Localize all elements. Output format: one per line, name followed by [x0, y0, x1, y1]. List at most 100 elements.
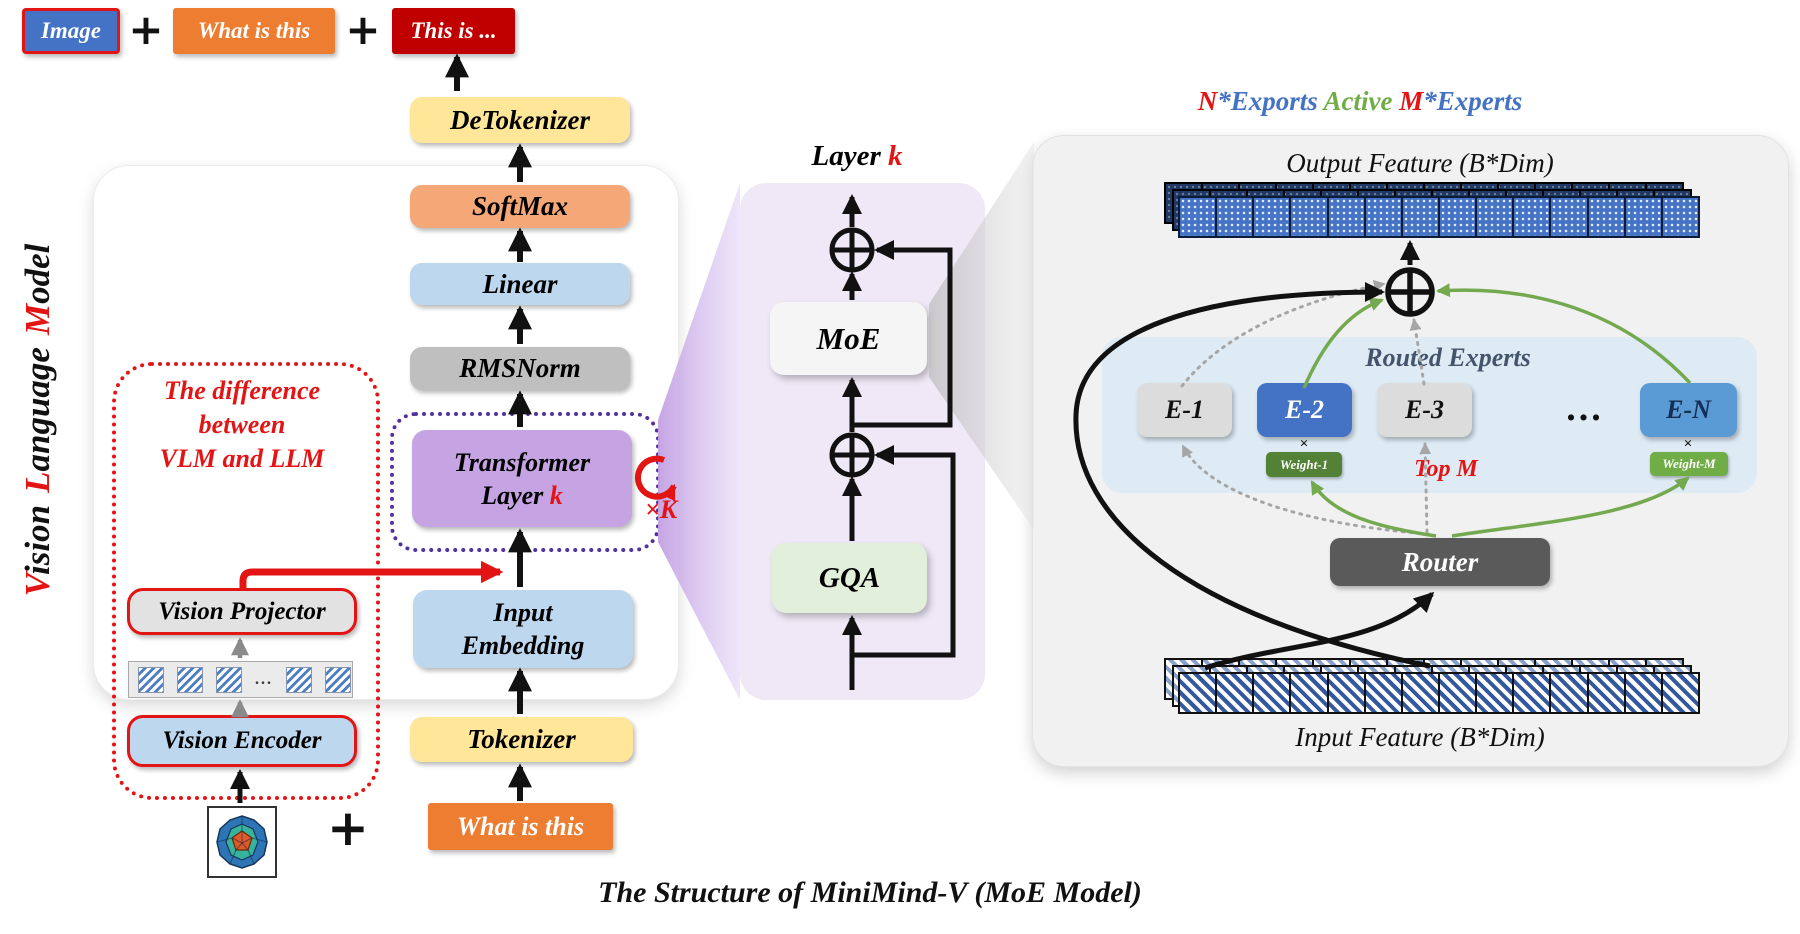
output-feature-tile: [1178, 196, 1218, 238]
output-feature-tile: [1326, 196, 1366, 238]
vision-token: [325, 666, 351, 693]
vision-token: [216, 666, 242, 693]
gqa-box: GQA: [772, 543, 927, 613]
question-box: What is this: [173, 8, 335, 54]
expert-e2-label: E-2: [1285, 395, 1324, 424]
difference-line1: The difference: [163, 376, 321, 405]
output-feature-tile: [1586, 196, 1626, 238]
layer-k-red: k: [888, 140, 903, 172]
softmax-label: SoftMax: [471, 191, 569, 221]
experts-ellipsis: ...: [1566, 387, 1604, 429]
output-feature-tile: [1475, 196, 1515, 238]
routed-experts-label: Routed Experts: [1365, 343, 1531, 372]
output-feature-label: Output Feature (B*Dim): [1286, 148, 1554, 178]
side-label-l: L: [18, 471, 57, 493]
question-input-box: What is this: [428, 803, 613, 850]
transformer-k: k: [549, 480, 563, 510]
header-n: N: [1197, 86, 1218, 116]
side-label-anguage: anguage: [18, 347, 57, 472]
output-feature-tile: [1512, 196, 1552, 238]
output-feature-tile: [1252, 196, 1292, 238]
expert-en-box: E-N: [1640, 383, 1737, 437]
input-feature-tile: [1512, 672, 1552, 714]
side-label-odel: odel: [18, 243, 57, 304]
input-embedding-line2: Embedding: [461, 631, 585, 660]
vision-encoder-label: Vision Encoder: [162, 727, 322, 754]
transformer-label-line2: Layer k: [481, 480, 563, 510]
output-feature-tile: [1215, 196, 1255, 238]
tokenizer-label: Tokenizer: [467, 724, 576, 754]
plus-sign-3: +: [327, 799, 369, 857]
vision-token: [177, 666, 203, 693]
weight-1-box: Weight-1: [1266, 452, 1342, 477]
expert-e3-box: E-3: [1377, 383, 1472, 437]
input-feature-tile: [1586, 672, 1626, 714]
output-feature-tile: [1549, 196, 1589, 238]
output-feature-tile: [1660, 196, 1700, 238]
input-embedding-line1: Input: [493, 598, 553, 627]
plus-sign-1: +: [128, 4, 164, 54]
tokenizer-box: Tokenizer: [410, 717, 633, 762]
output-feature-tile: [1289, 196, 1329, 238]
rmsnorm-box: RMSNorm: [410, 347, 630, 390]
expert-e1-box: E-1: [1137, 383, 1232, 437]
output-feature-tiles: [1178, 196, 1700, 238]
difference-line2: between: [198, 410, 286, 439]
softmax-box: SoftMax: [410, 185, 630, 228]
header-exports: *Exports: [1217, 86, 1318, 116]
times-sign-1: ×: [1299, 436, 1309, 452]
input-feature-tile: [1660, 672, 1700, 714]
side-label-v: V: [18, 574, 57, 597]
transformer-label-line1: Transformer: [453, 447, 591, 477]
input-feature-tiles: [1178, 672, 1700, 714]
output-feature-tile: [1437, 196, 1478, 238]
moe-box: MoE: [770, 302, 927, 375]
gqa-label: GQA: [818, 561, 881, 594]
expert-e1-label: E-1: [1165, 395, 1204, 424]
vision-encoder-box: Vision Encoder: [127, 715, 357, 767]
input-feature-tile: [1215, 672, 1255, 714]
detokenizer-label: DeTokenizer: [450, 104, 590, 135]
input-feature-tile: [1363, 672, 1403, 714]
input-feature-tile: [1549, 672, 1589, 714]
input-embedding-box: Input Embedding: [413, 590, 633, 668]
top-m-label: Top M: [1414, 456, 1478, 482]
weight-m-label: Weight-M: [1662, 456, 1716, 471]
question-input-label: What is this: [456, 811, 585, 841]
rmsnorm-label: RMSNorm: [459, 353, 581, 383]
vision-language-model-side-label: VisionLanguageModel: [18, 160, 74, 680]
input-feature-tile: [1178, 672, 1218, 714]
moe-header-title: N*Exports Active M*Experts: [1040, 86, 1680, 117]
input-image-thumbnail: [207, 806, 277, 878]
expert-e2-box: E-2: [1257, 383, 1352, 437]
input-feature-tile: [1400, 672, 1440, 714]
answer-label: This is ...: [410, 18, 497, 43]
detokenizer-box: DeTokenizer: [410, 97, 630, 143]
output-feature-tile: [1623, 196, 1663, 238]
answer-box: This is ...: [392, 8, 515, 54]
output-feature-tile: [1400, 196, 1440, 238]
vision-projector-box: Vision Projector: [127, 588, 357, 635]
output-feature-tile: [1363, 196, 1403, 238]
linear-box: Linear: [410, 263, 630, 305]
vision-token-ellipsis: ...: [255, 670, 273, 688]
weight-1-label: Weight-1: [1279, 456, 1329, 472]
question-label: What is this: [197, 18, 311, 43]
vision-projector-label: Vision Projector: [158, 597, 326, 625]
layer-k-panel: [740, 183, 985, 700]
side-label-m: M: [18, 303, 57, 336]
vision-token: [286, 666, 312, 693]
difference-note: The difference between VLM and LLM: [120, 374, 364, 476]
header-m: M: [1399, 86, 1424, 116]
image-input-label: Image: [40, 18, 102, 43]
input-feature-tile: [1623, 672, 1663, 714]
input-feature-tile: [1289, 672, 1329, 714]
input-feature-tile: [1475, 672, 1515, 714]
moe-label: MoE: [816, 320, 881, 356]
router-label: Router: [1401, 546, 1479, 577]
image-input-box: Image: [22, 8, 120, 54]
vision-token: [138, 666, 164, 693]
header-experts: *Experts: [1423, 86, 1523, 116]
expert-en-label: E-N: [1666, 395, 1711, 424]
